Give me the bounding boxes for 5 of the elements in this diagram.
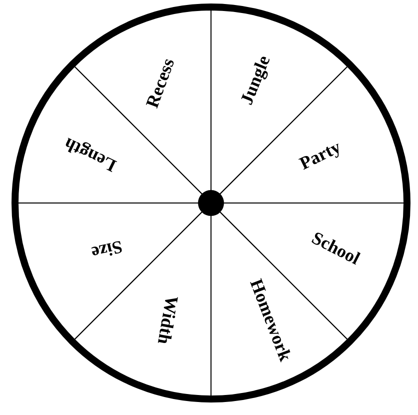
sector-label: Recess bbox=[142, 56, 178, 110]
sector-label: Width bbox=[154, 294, 182, 346]
sector-label: Jungle bbox=[237, 52, 273, 108]
sector-label: Party bbox=[296, 138, 344, 172]
sector-label: Size bbox=[90, 238, 124, 262]
